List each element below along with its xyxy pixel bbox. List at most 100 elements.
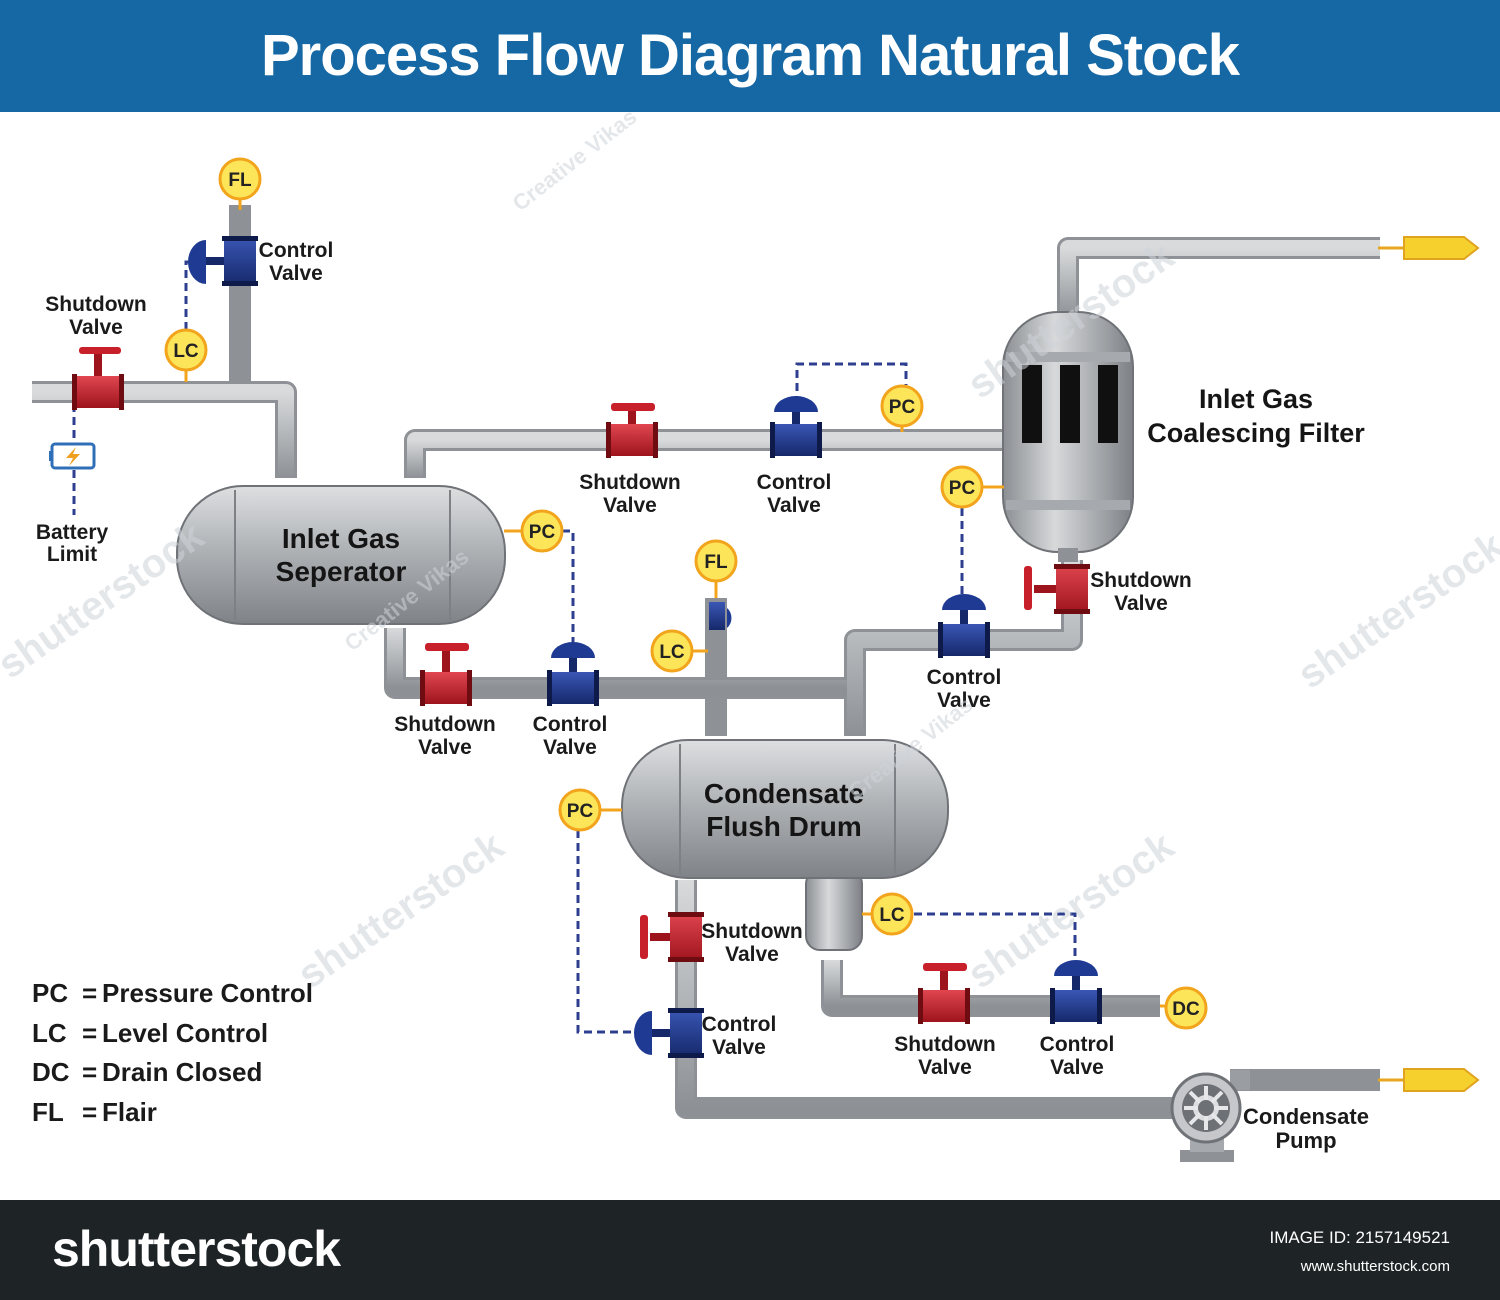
signal-lines	[184, 260, 1077, 1034]
svg-text:FL: FL	[228, 170, 252, 191]
separator-label-line1: Inlet Gas	[282, 523, 400, 554]
inlet-gas-coalescing-filter	[1002, 311, 1134, 562]
legend-row-fl: FL =Flair	[32, 1097, 313, 1137]
legend-meaning: Drain Closed	[102, 1057, 263, 1087]
control-valve-flare[interactable]	[188, 236, 258, 286]
svg-text:Valve: Valve	[1114, 592, 1168, 615]
legend-meaning: Pressure Control	[102, 978, 313, 1008]
filter-label-line1: Inlet Gas	[1199, 384, 1313, 414]
svg-text:Valve: Valve	[543, 736, 597, 759]
control-valve-drum-outlet[interactable]	[634, 1008, 704, 1058]
shutdown-valve-inlet[interactable]	[72, 347, 124, 410]
svg-text:LC: LC	[659, 642, 685, 663]
shutdown-valve-filter-bottom[interactable]	[1024, 564, 1090, 614]
legend-equals: =	[82, 1096, 98, 1127]
legend-equals: =	[82, 978, 98, 1008]
separator-label-line2: Seperator	[276, 556, 407, 587]
shutdown-valve-liquid-outlet[interactable]	[420, 643, 472, 706]
legend-row-pc: PC =Pressure Control	[32, 978, 313, 1018]
svg-text:LC: LC	[879, 905, 905, 926]
instrument-pc-filter[interactable]: PC	[940, 465, 1004, 509]
svg-text:Valve: Valve	[269, 262, 323, 285]
valve-labels: Shutdown Valve Control Valve Shutdown Va…	[45, 239, 1191, 1079]
battery-bolt-icon	[66, 447, 80, 466]
svg-text:Creative Vikas: Creative Vikas	[508, 112, 642, 216]
page-title: Process Flow Diagram Natural Stock	[260, 23, 1240, 88]
legend-row-dc: DC =Drain Closed	[32, 1057, 313, 1097]
battery-limit	[49, 404, 96, 515]
instrument-lc-drum[interactable]: LC	[650, 629, 708, 673]
svg-text:Control: Control	[533, 713, 608, 736]
image-id-text: IMAGE ID: 2157149521	[1269, 1228, 1450, 1247]
control-valve-gas-outlet[interactable]	[770, 396, 822, 458]
flare-valve-drum[interactable]	[709, 602, 732, 630]
legend-code: DC	[32, 1057, 70, 1087]
svg-text:DC: DC	[1172, 999, 1200, 1020]
legend-code: LC	[32, 1017, 67, 1048]
svg-text:Shutdown: Shutdown	[1090, 569, 1191, 592]
svg-text:Valve: Valve	[767, 494, 821, 517]
svg-text:Valve: Valve	[712, 1036, 766, 1059]
svg-text:Control: Control	[757, 471, 832, 494]
svg-text:Valve: Valve	[418, 736, 472, 759]
legend-meaning: Flair	[102, 1096, 157, 1127]
svg-text:Valve: Valve	[1050, 1056, 1104, 1079]
svg-text:shutterstock: shutterstock	[1290, 523, 1500, 697]
filter-label-line2: Coalescing Filter	[1147, 418, 1365, 448]
flare-arrow-top	[1378, 236, 1480, 260]
legend-equals: =	[82, 1057, 98, 1087]
footer-url-link[interactable]: www.shutterstock.com	[1300, 1258, 1450, 1275]
instrument-fl-top[interactable]: FL	[218, 157, 262, 210]
instrument-dc-drain[interactable]: DC	[1160, 986, 1208, 1030]
svg-text:Shutdown: Shutdown	[45, 293, 146, 316]
instrument-pc-separator[interactable]: PC	[504, 509, 564, 553]
battery-limit-label-line1: Battery	[36, 521, 109, 544]
legend-row-lc: LC =Level Control	[32, 1018, 313, 1058]
inlet-gas-separator: Inlet Gas Seperator	[176, 485, 506, 625]
shutdown-valve-drum-outlet[interactable]	[640, 912, 704, 962]
pump-label-line2: Pump	[1275, 1128, 1336, 1153]
footer-bar: shutterstock IMAGE ID: 2157149521 www.sh…	[0, 1200, 1500, 1300]
legend-code: FL	[32, 1096, 64, 1127]
instrument-fl-drum[interactable]: FL	[694, 539, 738, 598]
pump-label-line1: Condensate	[1243, 1104, 1369, 1129]
shutdown-valve-gas-outlet[interactable]	[606, 403, 658, 458]
svg-text:PC: PC	[889, 397, 916, 418]
svg-text:Control: Control	[1040, 1033, 1115, 1056]
svg-text:Valve: Valve	[725, 943, 779, 966]
pipe-network	[32, 205, 1380, 1119]
svg-text:PC: PC	[529, 522, 556, 543]
shutdown-valve-boot-drain[interactable]	[918, 963, 970, 1024]
condensate-flush-drum: Condensate Flush Drum	[621, 739, 949, 951]
control-valve-liquid-outlet[interactable]	[547, 642, 599, 706]
svg-text:Shutdown: Shutdown	[701, 920, 802, 943]
svg-text:Shutdown: Shutdown	[579, 471, 680, 494]
instrument-pc-gas-outlet[interactable]: PC	[880, 384, 924, 432]
svg-text:Valve: Valve	[603, 494, 657, 517]
flare-arrow-bottom	[1378, 1068, 1480, 1092]
svg-text:PC: PC	[567, 801, 594, 822]
footer-logo[interactable]: shutterstock	[52, 1221, 341, 1277]
svg-text:Control: Control	[927, 666, 1002, 689]
svg-text:Valve: Valve	[918, 1056, 972, 1079]
control-valve-boot-drain[interactable]	[1050, 960, 1102, 1024]
legend-meaning: Level Control	[102, 1017, 269, 1048]
legend-equals: =	[82, 1017, 98, 1048]
svg-text:Control: Control	[259, 239, 334, 262]
instrument-pc-drum[interactable]: PC	[558, 788, 622, 832]
drum-label-line2: Flush Drum	[706, 811, 862, 842]
instrument-lc-boot[interactable]: LC	[862, 892, 914, 936]
svg-text:Valve: Valve	[69, 316, 123, 339]
legend-code: PC	[32, 978, 69, 1008]
svg-text:Control: Control	[702, 1013, 777, 1036]
header-bar: Process Flow Diagram Natural Stock	[0, 0, 1500, 112]
svg-text:LC: LC	[173, 341, 199, 362]
svg-text:Shutdown: Shutdown	[894, 1033, 995, 1056]
instrument-lc-inlet[interactable]: LC	[164, 328, 208, 382]
drum-label-line1: Condensate	[704, 778, 864, 809]
legend: PC=Pressure Control LC=Level Control DC=…	[32, 978, 313, 1136]
condensate-pump[interactable]	[1170, 1070, 1250, 1162]
control-valve-drum-inlet[interactable]	[938, 594, 990, 658]
svg-text:shutterstock: shutterstock	[290, 823, 512, 997]
battery-limit-label-line2: Limit	[47, 543, 97, 566]
